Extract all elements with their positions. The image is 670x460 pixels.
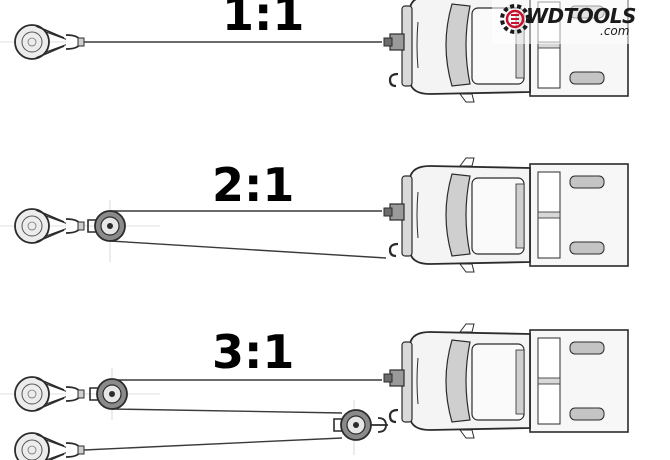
winch-cable-2 <box>111 408 343 414</box>
truck <box>382 156 630 274</box>
winch-cable-3 <box>83 437 343 451</box>
truck-shackle <box>370 417 388 433</box>
tree-anchor <box>14 24 85 60</box>
gear-logo-icon <box>500 4 530 34</box>
tree-anchor-lower <box>14 432 85 460</box>
panel-2-1: 2:1 <box>0 156 630 274</box>
ratio-label-1: 1:1 <box>222 0 304 41</box>
ratio-label-2: 2:1 <box>212 158 294 212</box>
tree-anchor <box>14 208 85 244</box>
truck <box>382 322 630 440</box>
tree-anchor-upper <box>14 376 85 412</box>
watermark-domain: .com <box>600 24 630 38</box>
watermark-logo: WDTOOLS .com <box>492 0 652 44</box>
ratio-label-3: 3:1 <box>212 325 294 379</box>
panel-1-1: 1:1 <box>0 0 630 104</box>
watermark-brand: WDTOOLS <box>526 4 636 28</box>
panel-3-1: 3:1 <box>0 322 630 460</box>
winch-cable-lower <box>109 240 387 259</box>
snatch-block-truck <box>333 409 372 441</box>
